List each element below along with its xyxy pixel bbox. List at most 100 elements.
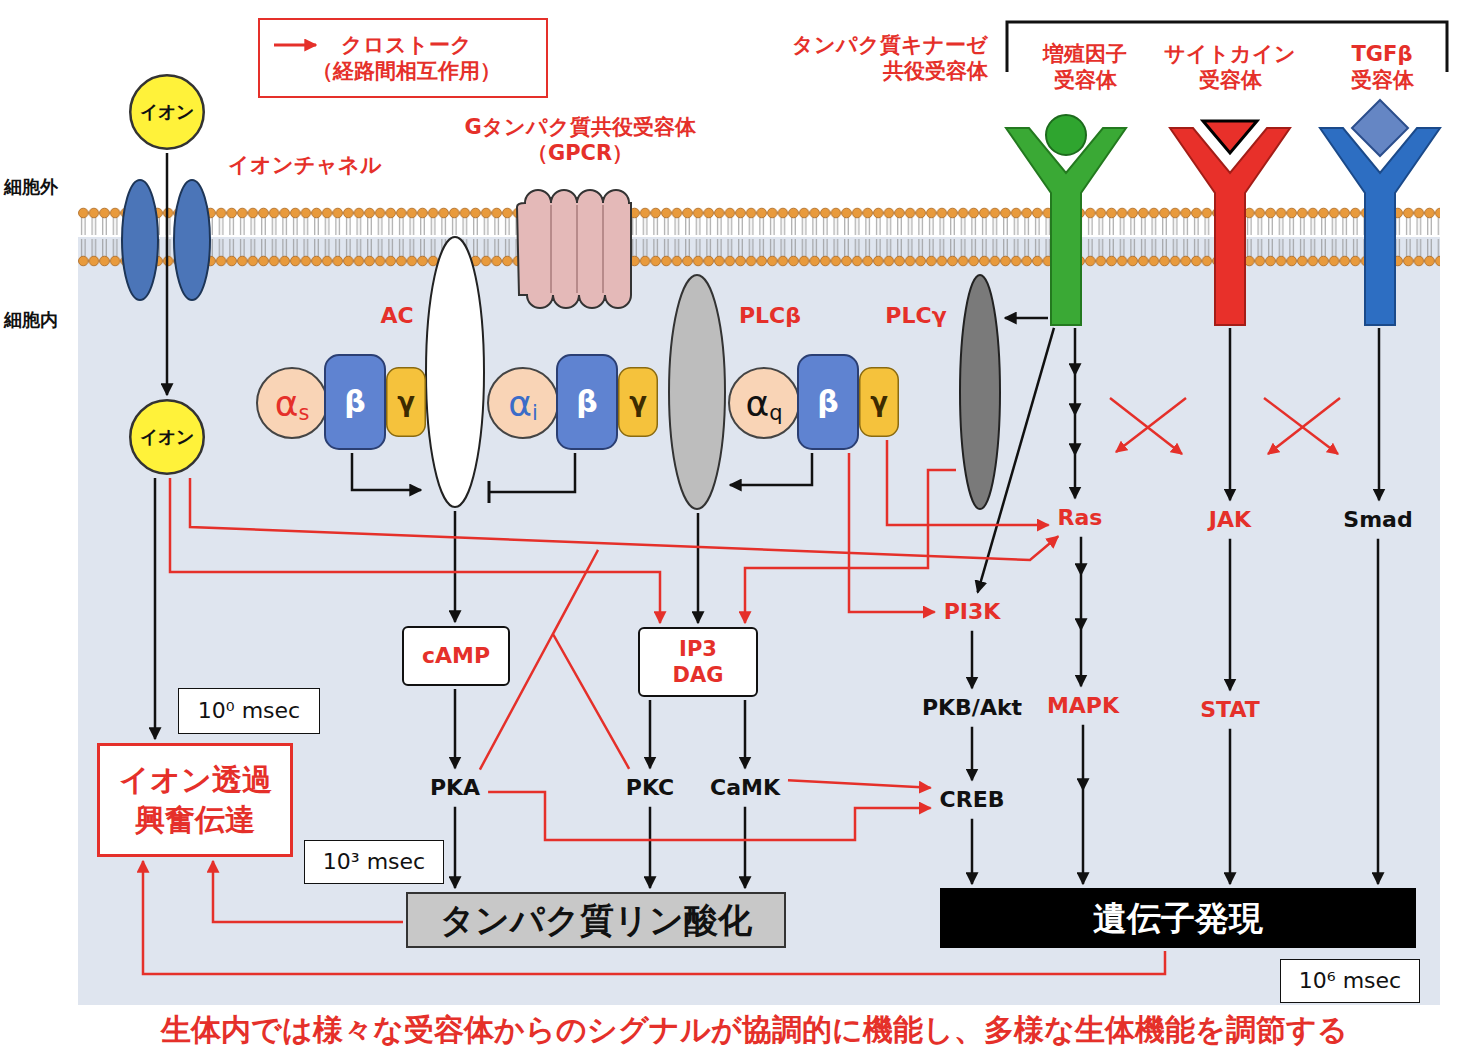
g-beta-subunit-outline — [325, 355, 385, 449]
region-label: 細胞外 — [4, 176, 58, 199]
g-gamma-subunit-outline — [860, 368, 899, 437]
node-label: CaMK — [710, 774, 780, 802]
signal-molecule: PKB/Akt — [917, 692, 1027, 724]
plc-gamma-outline — [960, 275, 1000, 509]
caption: 生体内では様々な受容体からのシグナルが協調的に機能し、多様な生体機能を調節する — [161, 1011, 1348, 1049]
crosstalk-arrow — [1110, 398, 1182, 454]
gpcr-helix-line — [551, 205, 552, 293]
tgf-beta-receptor-shape — [1365, 185, 1395, 325]
signal-molecule: Ras — [1053, 502, 1108, 534]
tgf-beta-receptor: TGFβ 受容体 — [1365, 185, 1395, 325]
signal-molecule: CREB — [935, 784, 1010, 816]
gpcr-body — [517, 190, 631, 308]
outcome-box: タンパク質リン酸化 — [406, 892, 786, 948]
channel-subunit — [122, 180, 158, 300]
node-label: イオンチャネル — [228, 152, 382, 178]
connector — [1229, 729, 1232, 884]
legend-label: クロストーク （経路間相互作用） — [312, 32, 501, 85]
node-label: JAK — [1209, 506, 1251, 534]
gpcr-shape — [513, 193, 637, 305]
connector — [454, 807, 457, 888]
g-alpha-subunit: αi — [487, 367, 559, 439]
gpcr-helix-line — [603, 205, 604, 293]
connector — [971, 819, 974, 884]
gpcr-helix-line — [577, 205, 578, 293]
crosstalk-arrow — [1264, 398, 1338, 454]
g-alpha-subunit-outline — [488, 368, 558, 438]
connector — [744, 700, 747, 768]
connector — [788, 780, 931, 788]
legend-box: クロストーク （経路間相互作用） — [258, 18, 548, 98]
growth-factor-receptor-shape — [1051, 185, 1081, 325]
signal-molecule: PKA — [425, 772, 485, 804]
node-label: IP3 DAG — [673, 636, 724, 689]
ion-circle-outline — [130, 400, 204, 474]
connector — [170, 478, 660, 623]
growth-factor-receptor: 増殖因子 受容体 — [1051, 185, 1081, 325]
connector — [454, 511, 457, 622]
g-beta-subunit-outline — [557, 355, 617, 449]
region-label: タンパク質キナーゼ 共役受容体 — [792, 32, 988, 85]
signal-molecule: JAK — [1204, 504, 1256, 536]
connector — [649, 700, 652, 768]
node-label: 増殖因子 受容体 — [1043, 41, 1127, 94]
adenylate-cyclase-outline — [426, 237, 484, 507]
g-beta-subunit-outline — [798, 355, 858, 449]
cell-interior — [78, 237, 1440, 1005]
node-label: PLCβ — [739, 302, 801, 330]
node-label: Gタンパク質共役受容体 （GPCR） — [464, 114, 695, 167]
g-gamma-subunit: γ — [859, 367, 899, 437]
node-label: サイトカイン 受容体 — [1164, 41, 1296, 94]
g-gamma-subunit: γ — [386, 367, 426, 437]
node-label: PI3K — [944, 598, 1001, 626]
plc-gamma-shape — [959, 274, 1001, 510]
crosstalk-cross — [1110, 398, 1340, 454]
receptor-body — [1170, 128, 1290, 325]
connector — [154, 478, 157, 739]
subscript-label: q — [769, 400, 782, 426]
g-alpha-subunit: αs — [256, 367, 328, 439]
node-label: イオン透過 興奮伝達 — [119, 760, 272, 841]
connector — [971, 727, 974, 781]
signal-molecule: PKC — [621, 772, 679, 804]
connector — [488, 792, 930, 840]
plc-beta-shape — [668, 274, 726, 510]
connector — [1229, 539, 1232, 691]
node-label: β — [344, 383, 365, 421]
node-label: γ — [870, 386, 888, 419]
subscript-label: i — [532, 400, 538, 426]
ligand-triangle — [1203, 121, 1257, 153]
plc-beta: PLCβ — [668, 274, 726, 510]
cytokine-receptor-shape — [1215, 185, 1245, 325]
node-label: 10⁰ msec — [198, 697, 300, 725]
signal-molecule: STAT — [1195, 694, 1264, 726]
ion-circle: イオン — [129, 399, 205, 475]
ligand-diamond — [1352, 100, 1408, 156]
outcome-box: イオン透過 興奮伝達 — [97, 743, 293, 857]
signal-molecule: CaMK — [705, 772, 785, 804]
node-label: タンパク質リン酸化 — [440, 899, 752, 942]
g-beta-subunit: β — [797, 354, 859, 450]
ligand-circle — [1046, 115, 1086, 155]
connector — [1377, 539, 1380, 884]
node-label: α — [508, 381, 532, 426]
node-label: 10³ msec — [323, 848, 425, 876]
connector — [744, 807, 747, 888]
node-label: γ — [397, 386, 415, 419]
node-label: cAMP — [422, 642, 490, 670]
g-gamma-subunit-outline — [387, 368, 426, 437]
g-gamma-subunit-outline — [619, 368, 658, 437]
connector — [971, 631, 974, 689]
connector — [730, 453, 812, 485]
receptor-body — [1006, 128, 1126, 325]
g-alpha-subunit-outline — [257, 368, 327, 438]
gpcr: Gタンパク質共役受容体 （GPCR） — [513, 193, 637, 305]
connector — [745, 470, 956, 623]
adenylate-cyclase-shape — [425, 236, 485, 508]
connector — [649, 807, 652, 888]
signal-molecule: PI3K — [939, 596, 1006, 628]
g-beta-subunit: β — [324, 354, 386, 450]
timescale-box: 10⁰ msec — [178, 688, 320, 734]
g-gamma-subunit: γ — [618, 367, 658, 437]
connector — [1074, 328, 1077, 498]
